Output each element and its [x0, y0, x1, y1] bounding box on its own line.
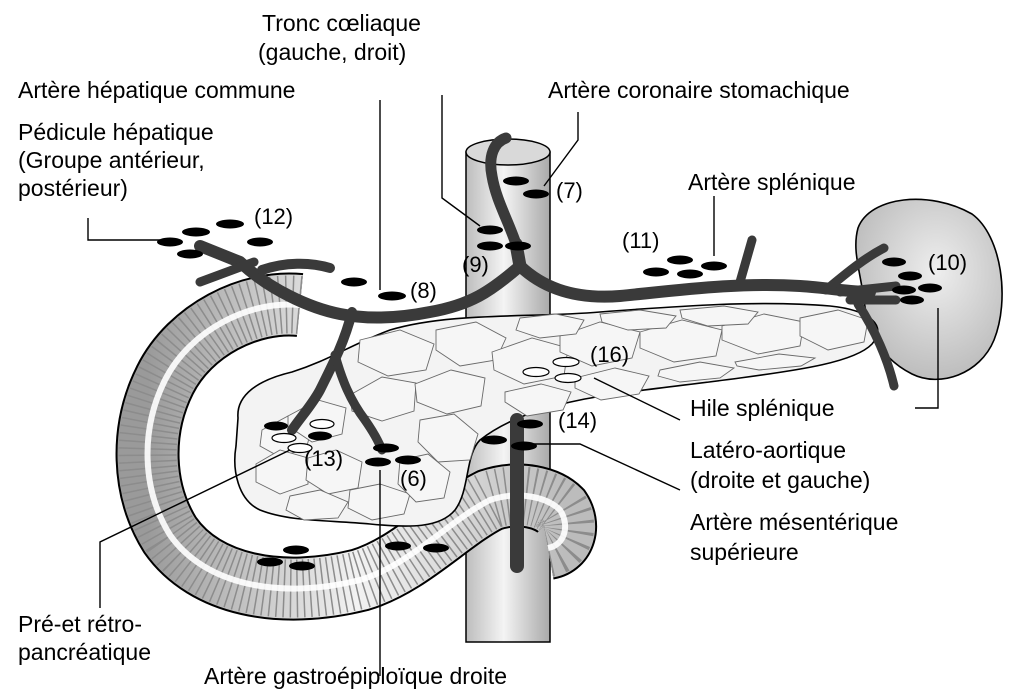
- num-14: (14): [558, 408, 597, 433]
- label-pedicule-3: postérieur): [18, 175, 128, 201]
- label-artere-splenique: Artère splénique: [688, 169, 856, 195]
- num-7: (7): [556, 178, 583, 203]
- label-mesenterique-1: Artère mésentérique: [690, 509, 898, 535]
- label-pre-retro-1: Pré-et rétro-: [18, 611, 142, 637]
- label-mesenterique-2: supérieure: [690, 539, 799, 565]
- num-13: (13): [304, 446, 343, 471]
- label-pre-retro-2: pancréatique: [18, 639, 151, 665]
- node-group-9: [477, 226, 503, 235]
- num-12: (12): [254, 204, 293, 229]
- node-group-14: [517, 420, 543, 429]
- label-tronc-coeliaque-2: (gauche, droit): [258, 39, 406, 65]
- label-artere-coronaire-stomachique: Artère coronaire stomachique: [548, 77, 850, 103]
- node-group-11: [643, 268, 669, 277]
- num-10: (10): [928, 250, 967, 275]
- node-group-8: [341, 278, 367, 287]
- num-16: (16): [590, 342, 629, 367]
- node-group-13: [264, 422, 288, 431]
- node-group-7: [503, 177, 529, 186]
- num-9: (9): [462, 252, 489, 277]
- num-11: (11): [622, 228, 660, 253]
- label-gastroepiploique: Artère gastroépiploïque droite: [204, 663, 507, 689]
- node-group-6: [373, 444, 399, 453]
- node-group-12: [182, 228, 210, 237]
- label-pedicule-2: (Groupe antérieur,: [18, 147, 205, 173]
- num-6: (6): [400, 466, 427, 491]
- label-pedicule-1: Pédicule hépatique: [18, 119, 214, 145]
- label-latero-aortique-1: Latéro-aortique: [690, 437, 846, 463]
- label-artere-hepatique-commune: Artère hépatique commune: [18, 77, 295, 103]
- node-group-16: [553, 358, 579, 367]
- label-tronc-coeliaque-1: Tronc cœliaque: [262, 10, 421, 36]
- node-group-10: [882, 258, 906, 267]
- label-latero-aortique-2: (droite et gauche): [690, 467, 870, 493]
- label-hile-splenique: Hile splénique: [690, 395, 834, 421]
- num-8: (8): [410, 278, 437, 303]
